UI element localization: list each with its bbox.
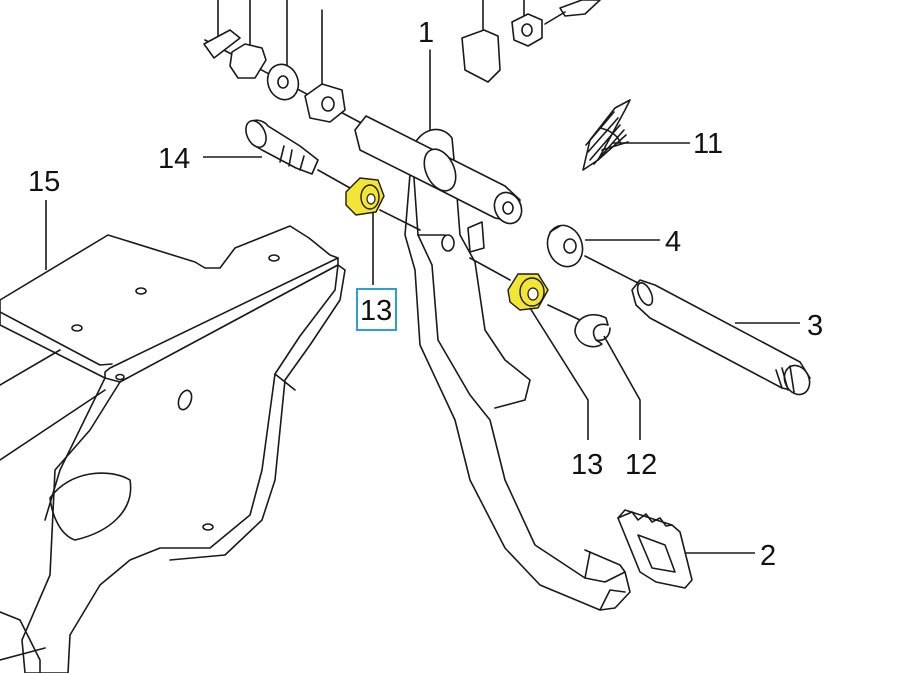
bushing-part-13-upper[interactable] [345,177,385,216]
label-part-14[interactable]: 14 [158,143,190,175]
label-part-15[interactable]: 15 [28,166,60,198]
spring-part-11[interactable] [582,99,631,171]
washer-part-4[interactable] [542,220,641,285]
shaft-part-3[interactable] [631,279,814,399]
clip-part-12[interactable] [574,314,611,348]
bracket-part-15[interactable] [0,225,346,673]
upper-axis-hardware[interactable] [203,0,366,126]
label-part-13[interactable]: 13 [571,449,603,481]
part-number-labels: 1 11 14 15 4 13 3 13 12 2 [28,17,823,572]
label-part-13-selected[interactable]: 13 [360,295,392,327]
leader-lines [45,142,800,554]
label-part-2[interactable]: 2 [760,540,776,572]
label-part-11[interactable]: 11 [693,128,723,160]
pedal-arm-part-1[interactable] [354,49,631,611]
bushing-part-13-lower[interactable] [507,273,549,311]
pedal-pad-part-2[interactable] [617,509,693,589]
label-part-1[interactable]: 1 [418,17,434,49]
label-part-4[interactable]: 4 [665,226,681,258]
label-part-3[interactable]: 3 [807,310,823,342]
upper-right-hardware[interactable] [461,0,601,83]
selected-part-highlight-box [356,288,397,331]
pivot-pin-part-14[interactable] [203,118,351,189]
label-part-12[interactable]: 12 [625,449,657,481]
